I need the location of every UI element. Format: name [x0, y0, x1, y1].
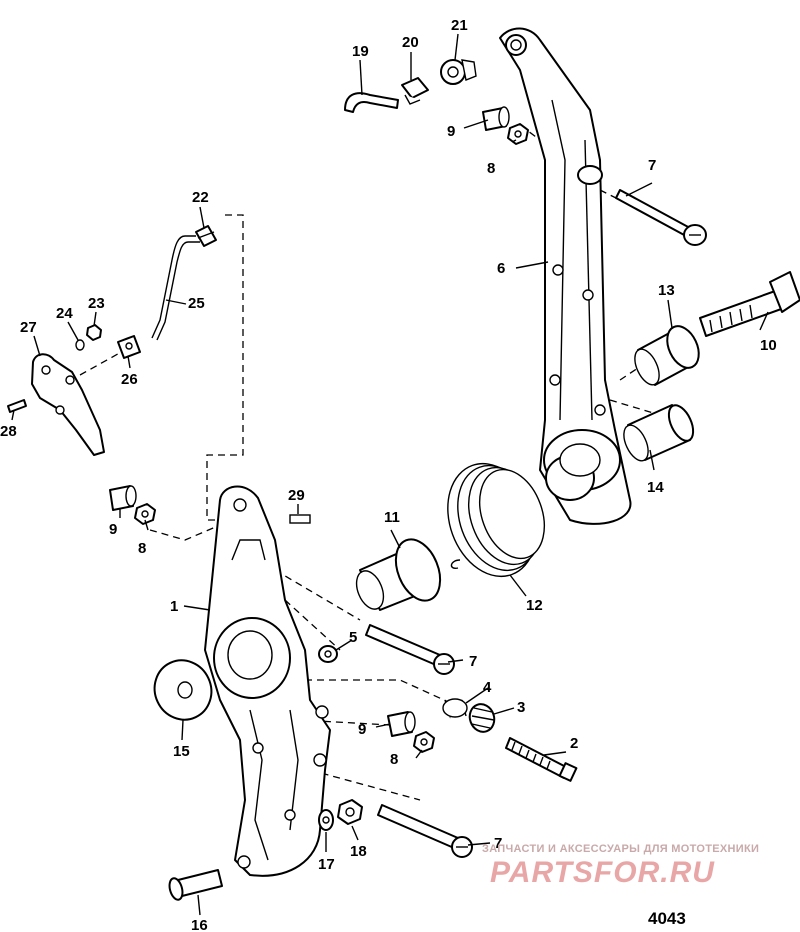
part-8-nut-top — [507, 123, 529, 145]
callout-23: 23 — [88, 295, 105, 312]
callout-5: 5 — [349, 629, 357, 646]
callout-14: 14 — [647, 479, 664, 496]
callout-numbers: 1 2 3 4 5 6 7 7 7 8 8 8 9 9 9 10 11 12 1… — [0, 17, 777, 932]
callout-1: 1 — [170, 598, 178, 615]
watermark-logo: PARTSFOR.RU — [490, 856, 715, 889]
part-9-bushing-left — [109, 485, 137, 511]
callout-29: 29 — [288, 487, 305, 504]
diagram-id: 4043 — [648, 909, 686, 928]
part-12-spring — [447, 462, 545, 578]
part-29-block — [289, 514, 311, 524]
part-16-pin — [168, 869, 223, 901]
part-26-clip — [117, 335, 141, 359]
part-14-bushing — [623, 404, 695, 462]
callout-13: 13 — [658, 282, 675, 299]
part-1-lower-lever — [204, 485, 331, 877]
callout-4: 4 — [483, 679, 492, 696]
part-11-bushing — [355, 538, 442, 611]
callout-9-left: 9 — [109, 521, 117, 538]
part-2-stud — [505, 737, 578, 782]
part-24-washer — [75, 339, 85, 351]
callout-24: 24 — [56, 305, 73, 322]
part-19-link-rod — [344, 92, 399, 113]
part-15-washer — [153, 659, 213, 721]
callout-3: 3 — [517, 699, 525, 716]
part-7-bolt-lower — [377, 804, 473, 858]
part-7-bolt-middle — [365, 624, 455, 675]
callout-11: 11 — [384, 509, 400, 526]
part-21-nut — [440, 59, 477, 85]
callout-25: 25 — [188, 295, 205, 312]
part-13-bushing — [634, 325, 700, 386]
callout-6: 6 — [497, 260, 505, 277]
part-23-nut — [86, 324, 102, 341]
part-22-clip — [195, 225, 217, 247]
callout-21: 21 — [451, 17, 468, 34]
callout-18: 18 — [350, 843, 367, 860]
callout-19: 19 — [352, 43, 369, 60]
callout-8-left: 8 — [138, 540, 146, 557]
callout-22: 22 — [192, 189, 209, 206]
part-7-bolt-upper — [615, 189, 707, 246]
callout-7-mid: 7 — [469, 653, 477, 670]
part-25-rod — [151, 235, 200, 341]
callout-9-mid: 9 — [358, 721, 366, 738]
callout-7-top: 7 — [648, 157, 656, 174]
callout-9-top: 9 — [447, 123, 455, 140]
part-5-nut — [318, 645, 338, 663]
part-8-nut-mid — [413, 731, 435, 753]
part-17-washer — [318, 809, 334, 831]
callout-15: 15 — [173, 743, 190, 760]
watermark: ЗАПЧАСТИ И АКСЕССУАРЫ ДЛЯ МОТОТЕХНИКИ PA… — [482, 843, 759, 889]
callout-8-top: 8 — [487, 160, 495, 177]
part-27-bracket — [31, 353, 105, 456]
callout-27: 27 — [20, 319, 37, 336]
callout-10: 10 — [760, 337, 777, 354]
part-9-bushing-mid — [387, 711, 416, 737]
watermark-tagline: ЗАПЧАСТИ И АКСЕССУАРЫ ДЛЯ МОТОТЕХНИКИ — [482, 843, 759, 855]
callout-8-mid: 8 — [390, 751, 398, 768]
part-28-pin — [7, 399, 27, 413]
callout-20: 20 — [402, 34, 419, 51]
callout-12: 12 — [526, 597, 543, 614]
part-10-large-bolt — [699, 271, 800, 337]
callout-28: 28 — [0, 423, 17, 440]
part-9-bushing-top — [482, 106, 510, 131]
callout-26: 26 — [121, 371, 138, 388]
part-8-nut-left — [134, 503, 156, 525]
callout-17: 17 — [318, 856, 335, 873]
callout-2: 2 — [570, 735, 578, 752]
part-4-spring — [442, 698, 468, 719]
part-6-upper-lever — [499, 27, 632, 525]
part-20-clip — [401, 77, 429, 105]
callout-7-low: 7 — [494, 835, 502, 852]
leader-lines — [11, 33, 769, 916]
part-18-nut — [337, 799, 363, 825]
callout-16: 16 — [191, 917, 208, 932]
part-3-gear — [468, 703, 496, 733]
